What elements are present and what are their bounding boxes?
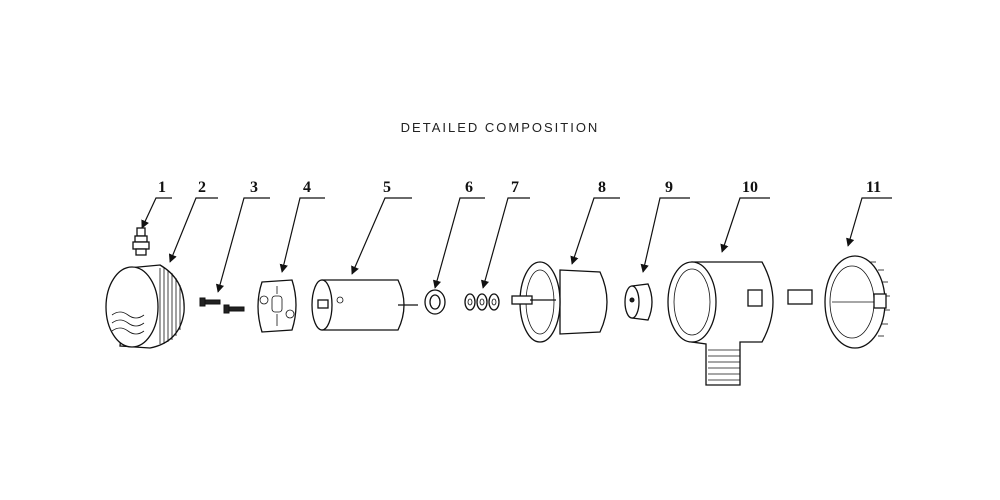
label-1: 1 [158, 179, 166, 196]
label-5: 5 [383, 179, 391, 196]
label-9: 9 [665, 179, 673, 196]
label-7: 7 [511, 179, 519, 196]
label-10: 10 [742, 179, 758, 196]
leader-2 [168, 197, 218, 263]
diagram-title: DETAILED COMPOSITION [400, 120, 600, 135]
label-2: 2 [198, 179, 206, 196]
part-1-barb-fitting [132, 227, 150, 256]
part-9-impeller [624, 283, 653, 321]
callout-labels: 1 2 3 4 5 6 7 8 9 10 11 [158, 179, 881, 196]
leader-4 [279, 197, 325, 273]
leader-8 [570, 197, 620, 265]
label-8: 8 [598, 179, 606, 196]
leader-lines [141, 197, 892, 293]
leader-11 [846, 197, 892, 247]
label-3: 3 [250, 179, 258, 196]
part-4-brush-plate [257, 279, 297, 333]
label-6: 6 [465, 179, 473, 196]
leader-3 [215, 197, 270, 293]
leader-10 [720, 197, 770, 253]
part-7-washers [464, 293, 500, 311]
part-11-strainer [787, 255, 890, 349]
part-5-motor [311, 279, 418, 331]
label-4: 4 [303, 179, 311, 196]
part-8-housing [511, 261, 608, 343]
part-2-end-cap [105, 264, 185, 349]
part-3-screws [199, 297, 245, 314]
leader-1 [141, 197, 172, 229]
label-11: 11 [866, 179, 881, 196]
part-10-pump-body [667, 261, 774, 386]
leader-6 [432, 197, 485, 289]
leader-7 [480, 197, 530, 289]
leader-9 [640, 197, 690, 273]
part-6-seal [424, 289, 446, 315]
leader-5 [351, 197, 412, 275]
